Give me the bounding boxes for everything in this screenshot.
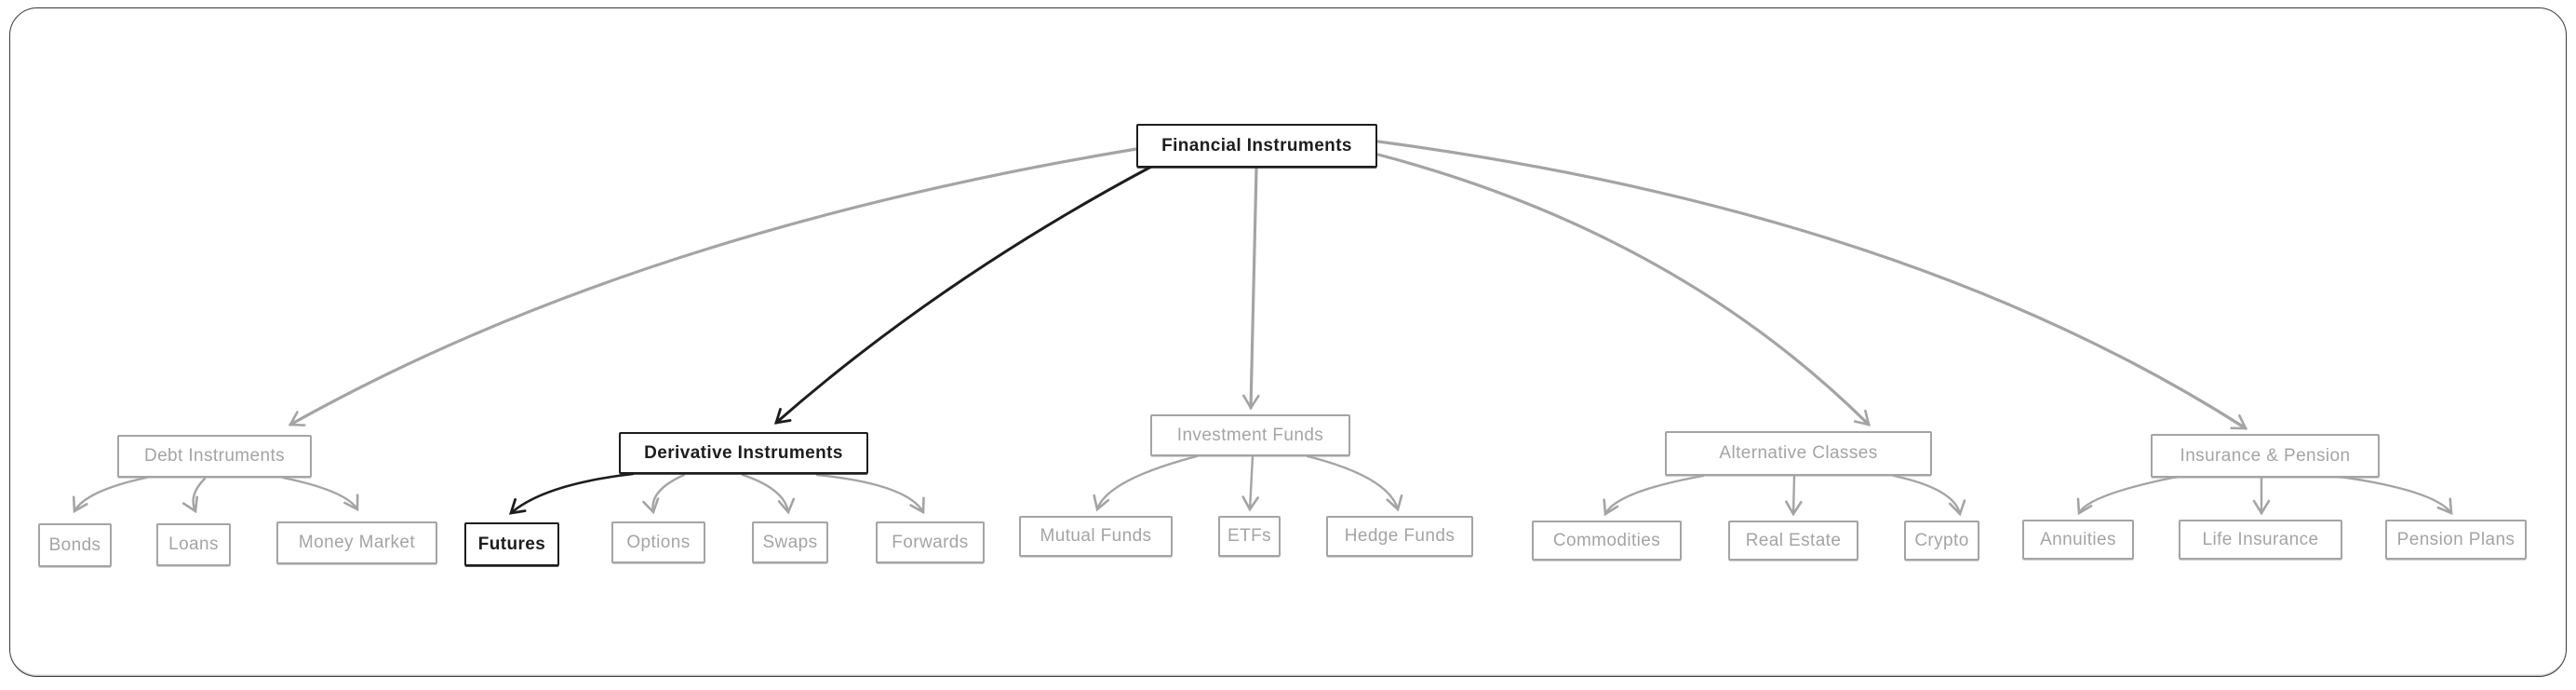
- edge-derivative-options: [642, 473, 686, 515]
- edge-debt-bonds: [72, 476, 148, 514]
- node-options: Options: [611, 521, 705, 563]
- node-derivative-instruments: Derivative Instruments: [619, 432, 868, 474]
- edge-derivative-futures: [508, 472, 635, 515]
- edge-derivative-forwards: [815, 473, 925, 515]
- edge-alternative-commodities: [1603, 474, 1705, 517]
- node-etfs: ETFs: [1218, 516, 1281, 557]
- node-hedge-funds: Hedge Funds: [1326, 516, 1473, 557]
- node-mutual-funds: Mutual Funds: [1019, 516, 1173, 557]
- edge-root-alternative-classes: [1376, 153, 1871, 426]
- node-commodities: Commodities: [1532, 521, 1682, 561]
- edge-debt-loans: [181, 477, 207, 514]
- node-financial-instruments: Financial Instruments: [1136, 124, 1377, 168]
- edge-root-investment-funds: [1242, 167, 1260, 411]
- edge-insurance-annuities: [2076, 473, 2189, 516]
- edge-investment-etfs: [1241, 454, 1259, 512]
- node-futures: Futures: [464, 522, 559, 566]
- edge-insurance-pension-plans: [2325, 473, 2453, 516]
- node-pension-plans: Pension Plans: [2385, 520, 2527, 560]
- node-insurance-pension: Insurance & Pension: [2151, 434, 2380, 478]
- edge-alternative-crypto: [1892, 474, 1966, 517]
- node-bonds: Bonds: [38, 523, 112, 567]
- node-forwards: Forwards: [876, 521, 985, 563]
- node-investment-funds: Investment Funds: [1150, 414, 1350, 456]
- node-crypto: Crypto: [1904, 521, 1979, 561]
- node-loans: Loans: [156, 523, 231, 566]
- edge-investment-mutual-funds: [1093, 454, 1199, 512]
- edge-root-insurance-pension: [1376, 140, 2248, 430]
- edge-alternative-real-estate: [1785, 474, 1803, 517]
- edge-debt-money-market: [281, 476, 359, 512]
- node-real-estate: Real Estate: [1728, 521, 1858, 561]
- node-debt-instruments: Debt Instruments: [117, 435, 312, 478]
- node-alternative-classes: Alternative Classes: [1665, 431, 1932, 476]
- edge-root-debt-instruments: [288, 147, 1138, 426]
- edge-root-derivative-instruments: [773, 165, 1153, 425]
- node-annuities: Annuities: [2022, 520, 2134, 560]
- edge-derivative-swaps: [741, 473, 796, 515]
- node-swaps: Swaps: [752, 521, 828, 563]
- edge-investment-hedge-funds: [1306, 454, 1403, 512]
- node-money-market: Money Market: [276, 521, 437, 564]
- node-life-insurance: Life Insurance: [2179, 520, 2342, 560]
